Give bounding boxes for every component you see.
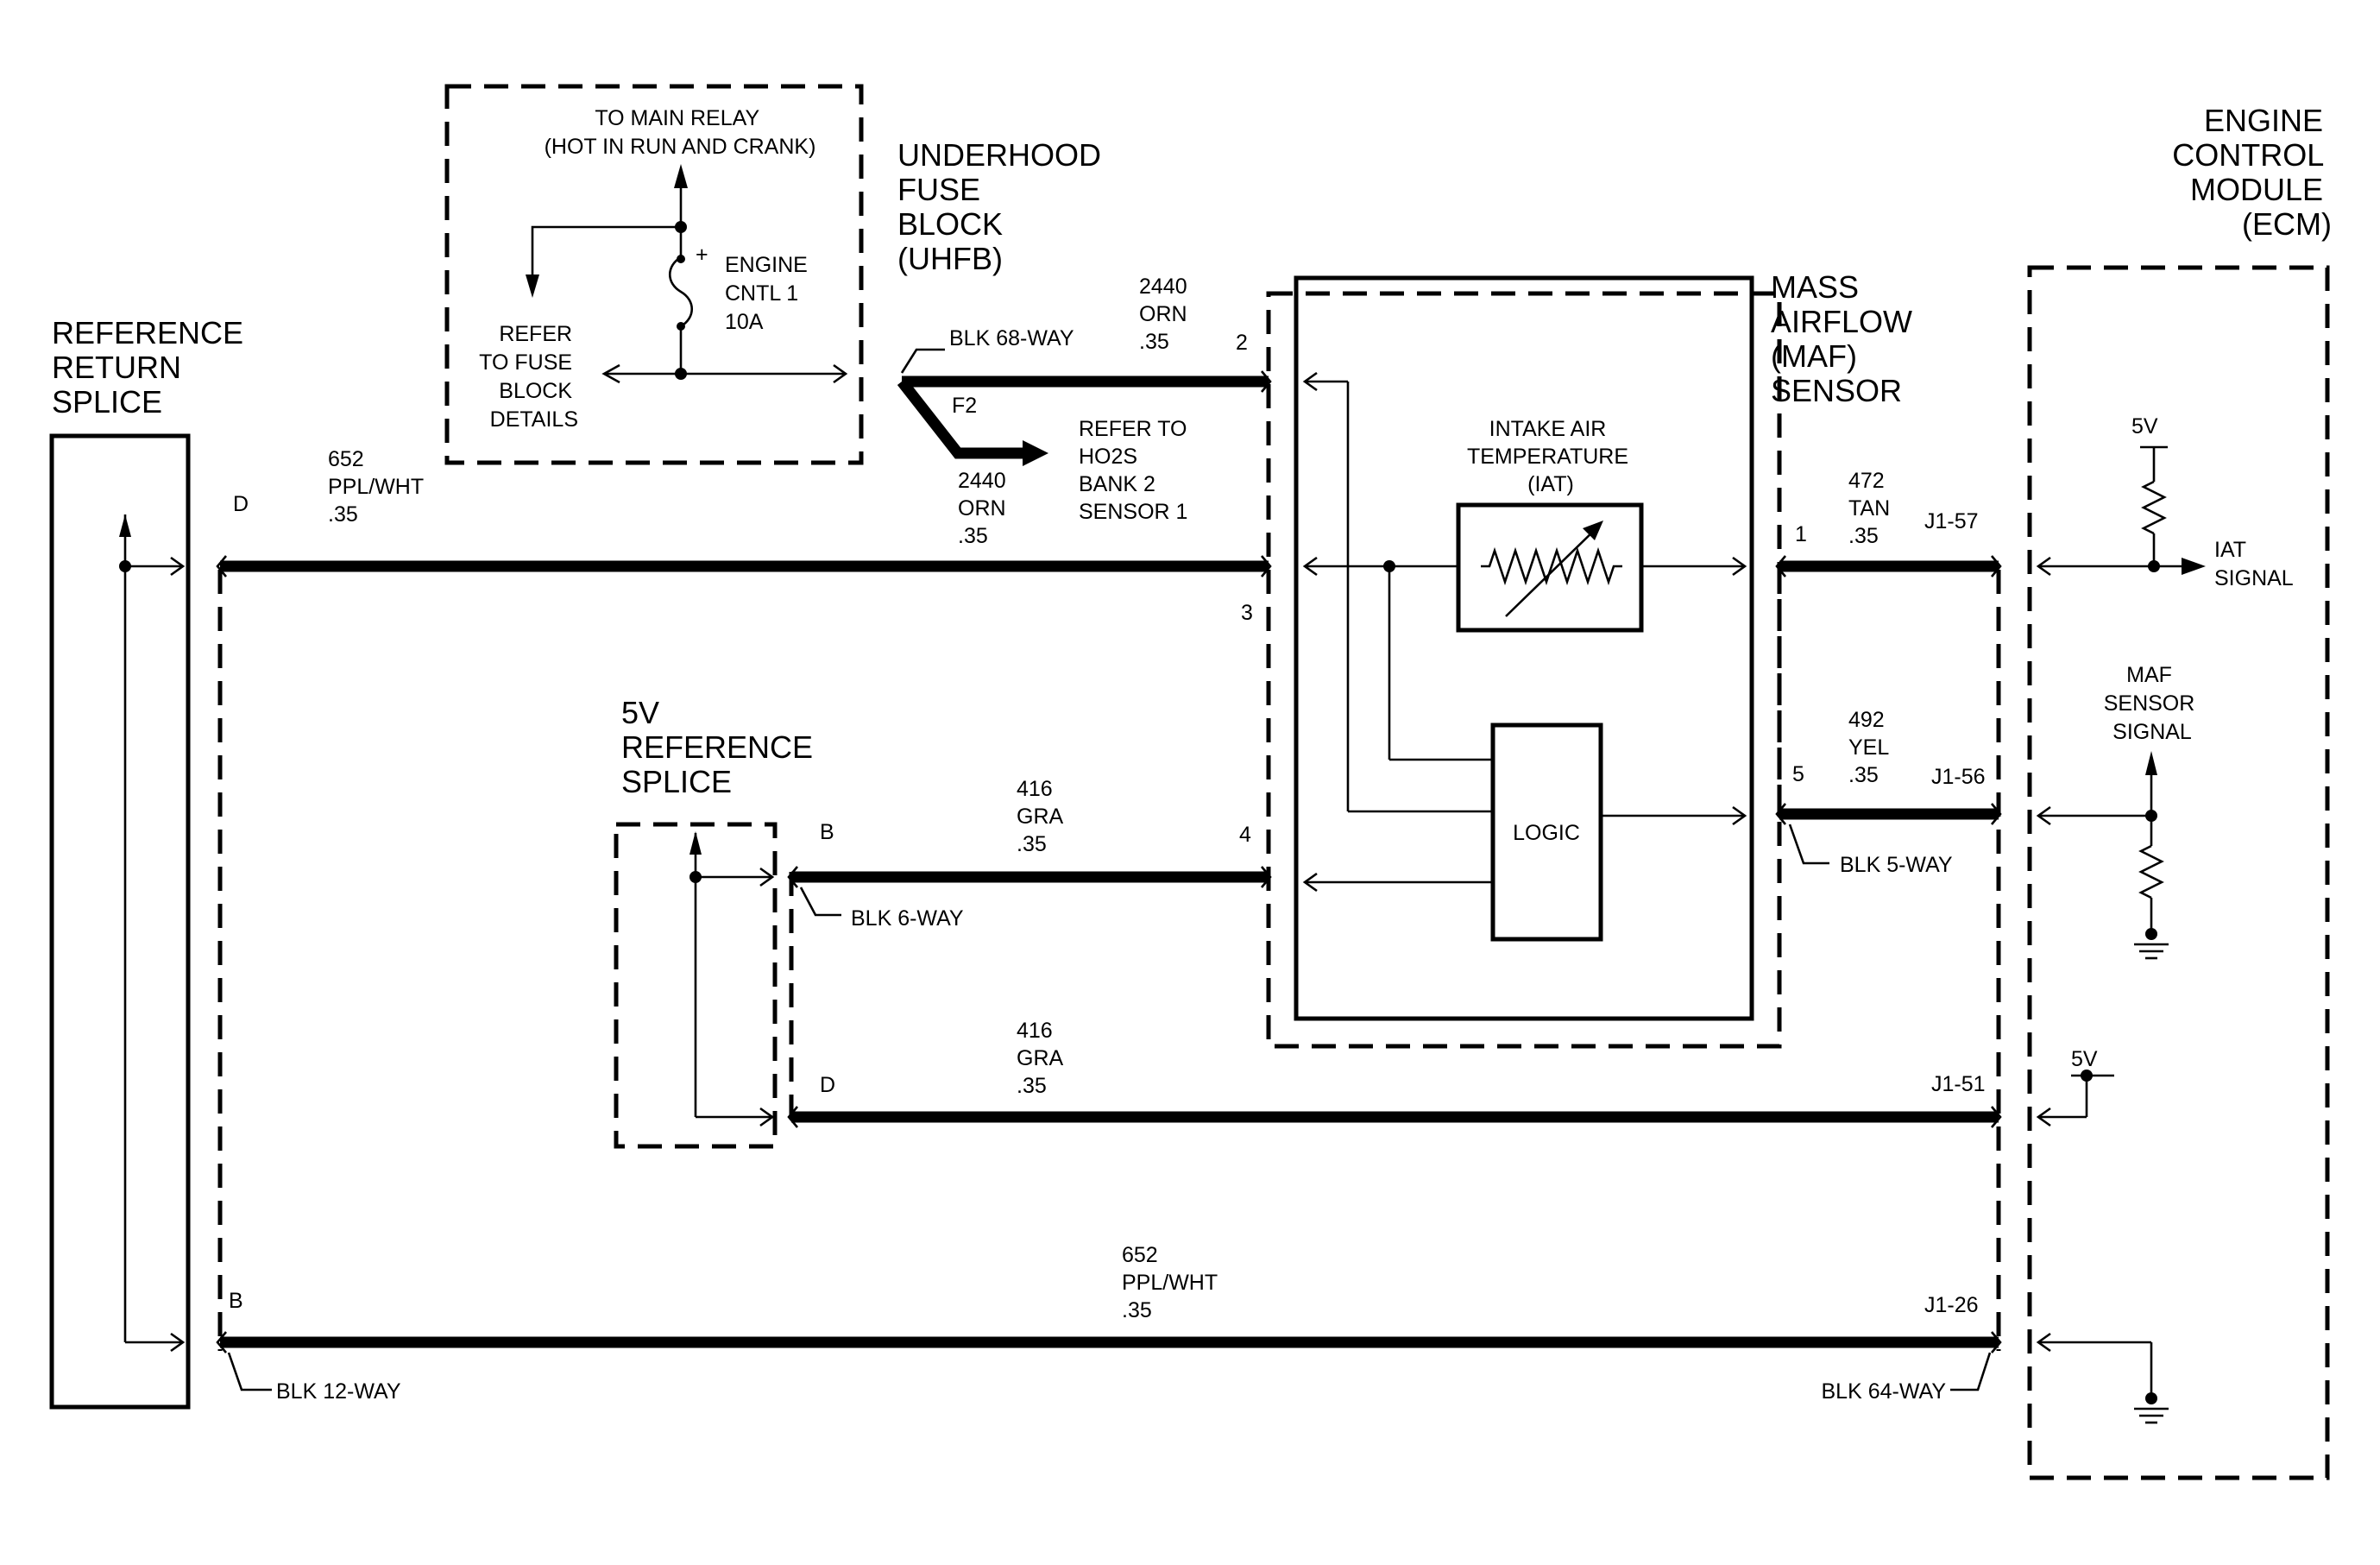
maf-sensor-signal-label: MAF SENSOR SIGNAL [2104,663,2201,744]
pin-5: 5 [1792,762,1804,786]
uhfb-title: UNDERHOOD FUSE BLOCK (UHFB) [897,137,1110,276]
ecm-5v-bottom-label: 5V [2071,1047,2098,1071]
ecm-5v-top-label: 5V [2131,414,2158,439]
5v-splice-internal [689,831,775,1127]
ecm-internal [2036,445,2206,1424]
fuse-block-internal [526,164,848,384]
pin-j1-56: J1-56 [1931,765,1986,789]
pin-1: 1 [1795,522,1807,546]
5v-reference-splice-title: 5V REFERENCE SPLICE [621,695,822,799]
pin-b-splice: B [820,820,834,844]
wire-652-bottom-label: 652 PPL/WHT .35 [1122,1243,1224,1322]
terminal-chevrons [216,370,2002,1354]
wire-2440-f2-label: 2440 ORN .35 [958,469,1012,548]
to-main-relay-label: TO MAIN RELAY (HOT IN RUN AND CRANK) [545,106,816,159]
blk12-label: BLK 12-WAY [276,1379,401,1404]
pin-2: 2 [1236,331,1248,355]
wire-652-top-label: 652 PPL/WHT .35 [328,447,430,527]
ho2s-refer-label: REFER TO HO2S BANK 2 SENSOR 1 [1079,417,1193,524]
blk5-label: BLK 5-WAY [1840,853,1953,877]
maf-sensor-title: MASS AIRFLOW (MAF) SENSOR [1771,269,1921,408]
ecm-box [2027,265,2330,1480]
ecm-title: ENGINE CONTROL MODULE (ECM) [2172,103,2332,242]
ref-return-splice-internal [119,514,186,1353]
iat-label: INTAKE AIR TEMPERATURE (IAT) [1467,417,1634,496]
reference-return-splice-title: REFERENCE RETURN SPLICE [52,315,252,420]
5v-reference-splice-box [614,822,778,1149]
pin-3: 3 [1241,601,1253,625]
wire-2440-f2 [897,377,1027,459]
wire-416-a-label: 416 GRA .35 [1017,777,1068,856]
blk64-label: BLK 64-WAY [1822,1379,1947,1404]
logic-label: LOGIC [1513,821,1580,845]
fuse-symbol [668,256,694,328]
f2-label: F2 [952,394,977,418]
wire-472-label: 472 TAN .35 [1848,469,1896,548]
iat-thermistor-resistor [1481,546,1622,586]
maf-sensor-box [1294,275,1754,1021]
pin-j1-26: J1-26 [1924,1293,1979,1317]
iat-sensor-box [1456,502,1644,633]
blk6-label: BLK 6-WAY [851,906,964,931]
iat-signal-label: IAT SIGNAL [2214,538,2294,590]
refer-to-fuse-block-label: REFER TO FUSE BLOCK DETAILS [479,322,578,432]
blk68-label: BLK 68-WAY [949,326,1074,350]
wire-492-label: 492 YEL .35 [1848,708,1894,787]
pin-d-splice: D [820,1073,835,1097]
pin-d-top: D [233,492,249,516]
iat-variable-arrow [1505,526,1599,617]
logic-box [1490,723,1603,942]
pin-j1-57: J1-57 [1924,509,1979,533]
wire-416-b-label: 416 GRA .35 [1017,1019,1068,1098]
pin-b-bottom: B [229,1289,243,1313]
reference-return-splice-box [49,433,191,1410]
f2-arrow-head [1023,440,1048,466]
fuse-label: ENGINE CNTL 1 10A [725,253,814,334]
pin-j1-51: J1-51 [1931,1072,1986,1096]
fuse-plus-sign: + [696,243,708,267]
fuse-block-box [444,84,864,465]
maf-sensor-housing [1266,291,1782,1049]
wire-2440-top-label: 2440 ORN .35 [1139,275,1193,354]
pin-4: 4 [1239,823,1251,847]
connector-leaders [227,348,1992,1391]
maf-internal-wiring [1302,371,1747,893]
